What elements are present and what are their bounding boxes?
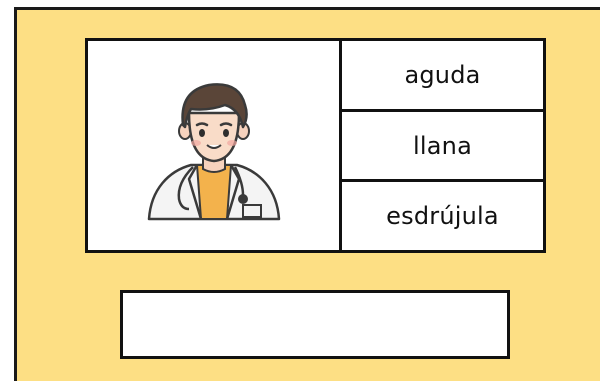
option-aguda[interactable]: aguda — [404, 60, 481, 89]
answer-field[interactable] — [120, 290, 510, 359]
option-esdrujula[interactable]: esdrújula — [342, 179, 543, 250]
question-box: aguda llana esdrújula — [85, 38, 546, 253]
syllable-options: aguda llana esdrújula — [342, 41, 543, 250]
picture-cell — [88, 41, 342, 250]
activity-card: aguda llana esdrújula — [14, 7, 600, 381]
option-llana[interactable]: llana — [342, 108, 543, 180]
doctor-icon — [147, 82, 280, 220]
